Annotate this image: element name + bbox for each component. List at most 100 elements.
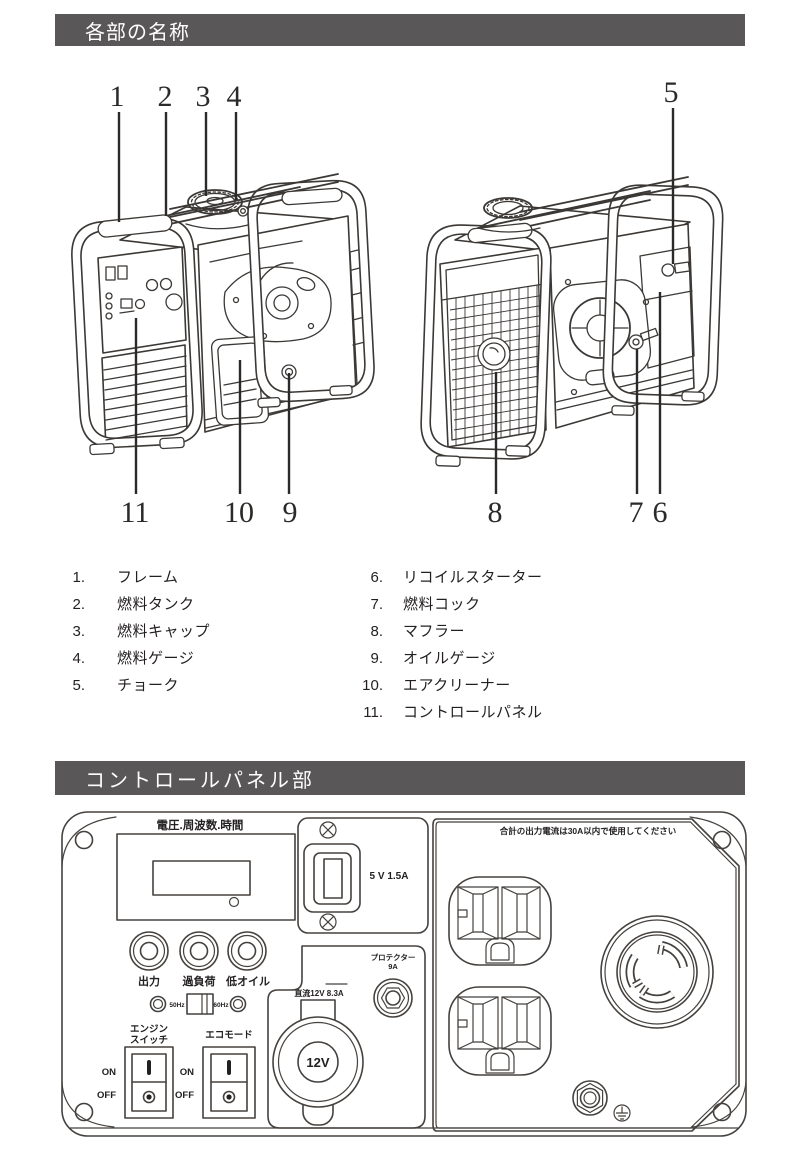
callout-1: 1 (110, 80, 125, 113)
part-label: コントロールパネル (403, 704, 543, 721)
part-number: 5. (72, 677, 85, 694)
part-number: 2. (72, 596, 85, 613)
section-header-parts: 各部の名称 (55, 14, 745, 46)
section-header-control-panel: コントロールパネル部 (55, 761, 745, 795)
control-panel-detail (105, 265, 183, 320)
part-label: 燃料タンク (117, 596, 195, 613)
protector-label-2: 9A (388, 962, 398, 971)
usb-port (303, 821, 361, 931)
list-item: 8. マフラー (347, 622, 465, 641)
part-number: 1. (72, 569, 85, 586)
callout-2: 2 (158, 80, 173, 113)
part-label: マフラー (403, 623, 466, 640)
callout-3: 3 (196, 80, 211, 113)
display-label: 電圧.周波数.時間 (157, 818, 244, 832)
muffler-grille (441, 254, 547, 445)
list-item: 11. コントロールパネル (347, 703, 543, 722)
list-item: 6. リコイルスターター (347, 568, 543, 587)
control-panel-diagram: 電圧.周波数.時間 出力 過負荷 低オイル 50Hz 60Hz エンジン スイッ… (61, 811, 747, 1137)
callout-5: 5 (664, 76, 679, 109)
ac-outlet-lower (448, 986, 552, 1076)
generator-rear-illustration (420, 176, 724, 467)
fuel-cap (187, 189, 243, 215)
engine-switch-label-2: スイッチ (130, 1035, 168, 1046)
list-item: 7. 燃料コック (347, 595, 481, 614)
handle-cutout-right (281, 187, 343, 206)
ac-total-current-note: 合計の出力電流は30A以内で使用してください (499, 826, 677, 836)
dc-12v-socket (272, 999, 364, 1126)
usb-section-outline (297, 817, 429, 934)
twist-lock-outlet (600, 915, 714, 1029)
list-item: 4. 燃料ゲージ (57, 649, 194, 668)
panel-corner-chamfers (61, 816, 747, 1128)
part-label: リコイルスターター (403, 569, 543, 586)
part-number: 3. (72, 623, 85, 640)
frame-top-rails (477, 176, 689, 238)
callout-9: 9 (283, 496, 298, 529)
engine-on-label: ON (102, 1067, 116, 1078)
part-label: フレーム (117, 569, 179, 586)
ground-symbol-icon (613, 1104, 631, 1122)
eco-mode-switch (202, 1046, 256, 1119)
indicator-lamp-output (129, 931, 169, 971)
eco-on-label: ON (180, 1067, 194, 1078)
indicator-output-label: 出力 (138, 974, 160, 988)
freq-60hz-label: 60Hz (213, 1002, 229, 1009)
part-label: 燃料ゲージ (117, 650, 195, 667)
dc-protector-button (373, 978, 413, 1018)
list-item: 5. チョーク (57, 676, 179, 695)
part-label: 燃料キャップ (117, 623, 211, 640)
eco-mode-label: エコモード (205, 1030, 253, 1041)
corner-screw-hole (712, 1102, 732, 1122)
corner-screw-hole (712, 830, 732, 850)
rubber-feet (435, 391, 705, 467)
corner-screw-hole (74, 1102, 94, 1122)
callout-10: 10 (224, 496, 254, 529)
part-label: エアクリーナー (403, 677, 511, 694)
usb-rating-label: 5 V 1.5A (370, 871, 409, 882)
part-label: オイルゲージ (403, 650, 496, 667)
part-label: 燃料コック (403, 596, 481, 613)
ground-terminal (572, 1080, 608, 1116)
list-item: 9. オイルゲージ (347, 649, 496, 668)
ac-outlet-upper (448, 876, 552, 966)
callout-6: 6 (653, 496, 668, 529)
corner-screw-hole (74, 830, 94, 850)
ac-section-outline (432, 818, 740, 1132)
multimeter-display (116, 833, 296, 921)
fuel-gauge (237, 205, 249, 217)
callout-lines (117, 108, 675, 494)
callout-4: 4 (227, 80, 242, 113)
list-item: 2. 燃料タンク (57, 595, 195, 614)
indicator-lamp-overload (179, 931, 219, 971)
part-number: 9. (370, 650, 383, 667)
protector-label-1: プロテクター (371, 952, 416, 962)
callout-8: 8 (488, 496, 503, 529)
section-header-control-panel-title: コントロールパネル部 (85, 769, 315, 792)
part-number: 11. (363, 704, 383, 721)
part-number: 4. (72, 650, 85, 667)
part-number: 8. (370, 623, 383, 640)
generator-front-illustration (71, 173, 375, 456)
indicator-lamp-low-oil (227, 931, 267, 971)
rubber-feet (89, 384, 353, 456)
choke (661, 261, 691, 277)
list-item: 3. 燃料キャップ (57, 622, 210, 641)
part-label: チョーク (117, 677, 180, 694)
list-item: 10. エアクリーナー (347, 676, 511, 695)
dc-socket-label: 12V (306, 1055, 329, 1070)
engine-switch-label-1: エンジン (130, 1024, 168, 1035)
callout-11: 11 (121, 496, 150, 529)
eco-off-label: OFF (175, 1090, 194, 1101)
fuel-cap (477, 197, 541, 233)
part-number: 7. (370, 596, 383, 613)
vent-slats (103, 355, 188, 441)
part-number: 6. (370, 569, 383, 586)
frequency-selector (149, 993, 247, 1015)
handle-cutout-left (97, 214, 173, 238)
part-number: 10. (362, 677, 383, 694)
tank-contour (185, 223, 249, 230)
list-item: 1. フレーム (57, 568, 179, 587)
callout-7: 7 (629, 496, 644, 529)
dc-rating-label: 直流12V 8.3A (294, 988, 344, 998)
